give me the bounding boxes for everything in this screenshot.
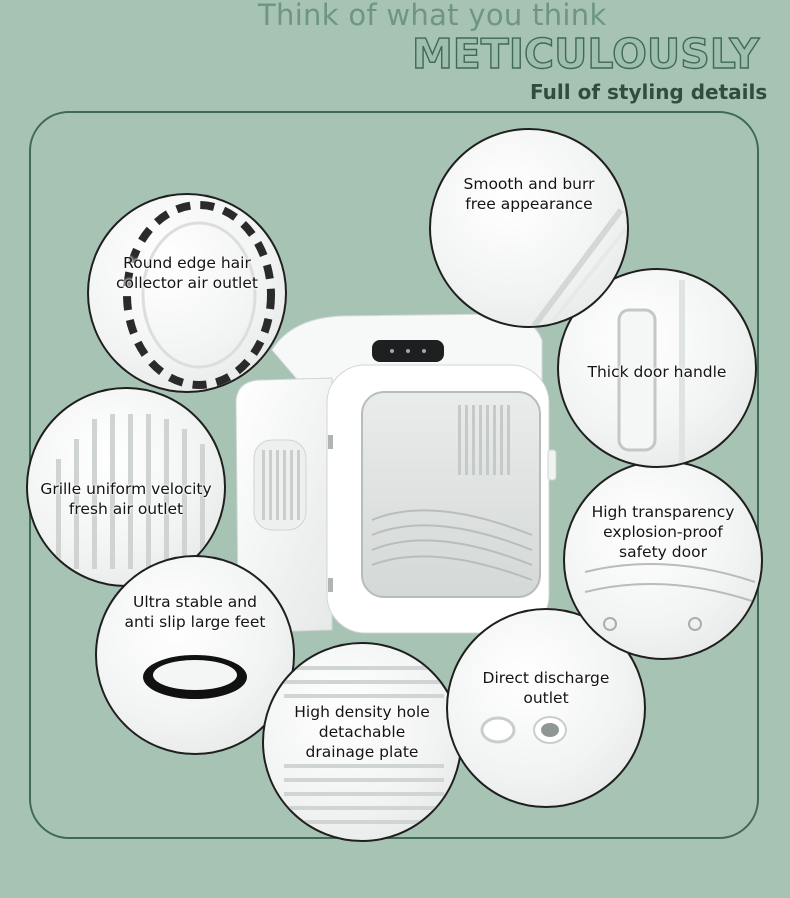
headline: METICULOUSLY bbox=[411, 29, 760, 78]
tagline: Think of what you think bbox=[258, 0, 607, 32]
feature-bubble-round-edge-outlet: Round edge hair collector air outlet bbox=[87, 193, 287, 393]
feature-label: Smooth and burr free appearance bbox=[463, 175, 595, 213]
smooth-surface-icon bbox=[530, 208, 627, 326]
feature-bubble-grille: Grille uniform velocity fresh air outlet bbox=[26, 387, 226, 587]
feature-bubble-smooth-surface: Smooth and burr free appearance bbox=[429, 128, 629, 328]
drainage-plate-icon bbox=[284, 666, 444, 824]
feature-label: Thick door handle bbox=[587, 363, 727, 381]
safety-door-icon bbox=[584, 563, 756, 631]
feature-label: Round edge hair collector air outlet bbox=[116, 254, 258, 292]
subline: Full of styling details bbox=[530, 80, 768, 104]
feature-label: High density hole detachable drainage pl… bbox=[294, 703, 430, 761]
door-handle-icon bbox=[617, 280, 685, 466]
feature-bubble-drainage-plate: High density hole detachable drainage pl… bbox=[262, 642, 462, 842]
feature-label: Ultra stable and anti slip large feet bbox=[124, 593, 266, 631]
foot-icon bbox=[143, 655, 247, 699]
feature-label: Direct discharge outlet bbox=[482, 669, 610, 707]
feature-label: High transparency explosion-proof safety… bbox=[591, 503, 735, 561]
grille-icon bbox=[56, 414, 205, 569]
pet-dryer-product-image bbox=[232, 310, 562, 640]
feature-bubble-feet: Ultra stable and anti slip large feet bbox=[95, 555, 295, 755]
discharge-outlet-icon bbox=[480, 716, 567, 744]
feature-label: Grille uniform velocity fresh air outlet bbox=[40, 480, 212, 518]
feature-bubble-safety-door: High transparency explosion-proof safety… bbox=[563, 460, 763, 660]
ring-outlet-icon bbox=[123, 201, 275, 389]
